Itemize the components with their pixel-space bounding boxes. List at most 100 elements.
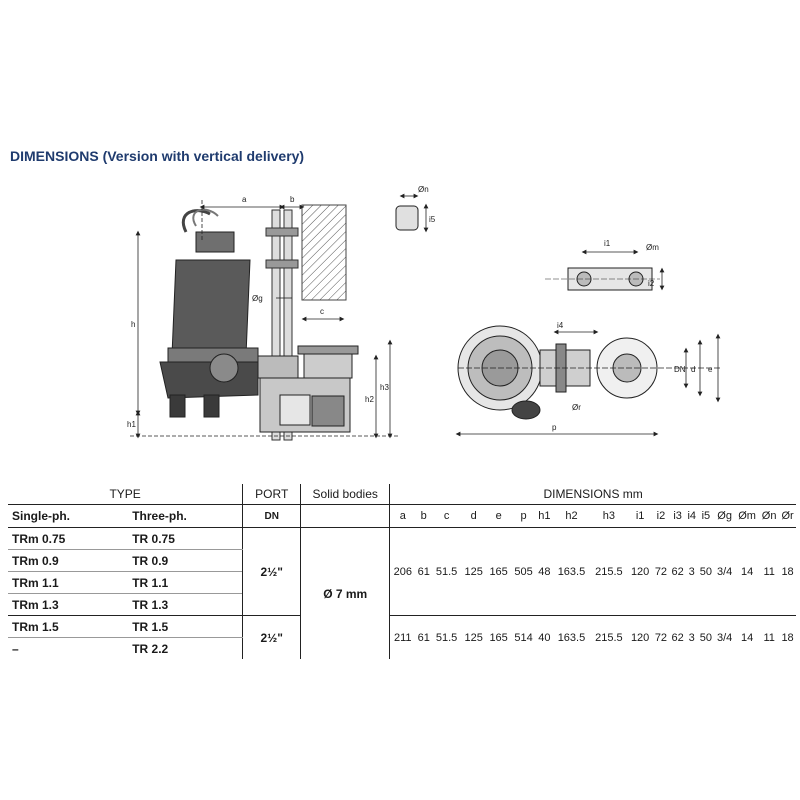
value-a: 206: [389, 527, 416, 616]
value-i3: 62: [671, 631, 684, 644]
col-h1: h1: [536, 504, 553, 528]
value-i3: 62: [669, 527, 686, 616]
col-d: d: [461, 504, 487, 528]
model-single: –: [12, 641, 19, 656]
header-port: PORT: [242, 484, 301, 505]
col-e: e: [486, 504, 512, 528]
pump-side-view: [159, 208, 359, 433]
col-i2: i2: [652, 504, 670, 528]
col-or: Ør: [779, 504, 796, 528]
model-three: TR 1.5: [132, 615, 243, 638]
value-a: 211: [389, 615, 416, 659]
top-dimension-lines: [455, 329, 721, 437]
dimensions-table: TYPE PORT Solid bodies DIMENSIONS mm Sin…: [8, 484, 796, 659]
value-c: 51.5: [432, 527, 462, 616]
model-single: TRm 0.75: [8, 527, 133, 550]
header-dimensions: DIMENSIONS mm: [389, 484, 796, 505]
pump-top-view: [457, 325, 658, 420]
value-i1: 120: [630, 631, 650, 644]
col-a: a: [389, 504, 416, 528]
value-i4: 3: [688, 631, 695, 644]
value-e: 165: [489, 631, 508, 644]
value-on: 11: [763, 631, 775, 644]
dim-label-i1: i1: [604, 239, 611, 248]
dim-label-m: Øm: [646, 243, 659, 252]
value-om: 14: [740, 631, 754, 644]
value-h2: 163.5: [557, 631, 586, 644]
dim-label-i4: i4: [557, 321, 564, 330]
dim-label-h: h: [131, 320, 135, 329]
col-on: Øn: [759, 504, 780, 528]
model-three: TR 2.2: [132, 641, 169, 656]
side-dimension-lines: [130, 200, 400, 439]
value-p: 514: [514, 631, 533, 644]
page-title: DIMENSIONS (Version with vertical delive…: [10, 148, 305, 164]
dim-label-g: Øg: [252, 294, 263, 303]
model-three: TR 0.9: [132, 549, 243, 572]
col-i1: i1: [627, 504, 653, 528]
model-three: TR 1.1: [132, 571, 243, 594]
dim-label-e: e: [708, 365, 713, 374]
dim-label-n: Øn: [418, 185, 429, 194]
value-i1: 120: [627, 527, 653, 616]
model-single: TRm 1.5: [8, 615, 133, 638]
subheader-three-phase: Three-ph.: [132, 504, 243, 528]
guide-rails: [265, 209, 299, 441]
value-p: 505: [511, 527, 537, 616]
dim-label-p: p: [552, 423, 557, 432]
dim-label-c: c: [320, 307, 324, 316]
value-d: 125: [461, 527, 487, 616]
value-or: 18: [781, 631, 794, 644]
dim-label-r: Ør: [572, 403, 581, 412]
dim-label-h3: h3: [380, 383, 389, 392]
dim-label-b: b: [290, 195, 295, 204]
dim-label-h2: h2: [365, 395, 374, 404]
header-solid-bodies: Solid bodies: [300, 484, 390, 505]
value-i2: 72: [654, 631, 668, 644]
value-h2: 163.5: [552, 527, 591, 616]
subheader-single-phase: Single-ph.: [8, 504, 133, 528]
value-or: 18: [779, 527, 796, 616]
dim-label-i2: i2: [648, 279, 655, 288]
dim-label-i5: i5: [429, 215, 436, 224]
solid-bodies-value: Ø 7 mm: [300, 527, 390, 659]
header-type: TYPE: [8, 484, 243, 505]
col-p: p: [511, 504, 537, 528]
col-i3: i3: [669, 504, 686, 528]
value-on: 11: [759, 527, 780, 616]
port-value: 2½": [242, 615, 301, 659]
wall-hatch: [301, 204, 347, 301]
value-i5: 50: [697, 527, 715, 616]
value-i5: 50: [699, 631, 713, 644]
col-c: c: [432, 504, 462, 528]
value-e: 165: [486, 527, 512, 616]
model-single: TRm 1.1: [8, 571, 133, 594]
value-i2: 72: [652, 527, 670, 616]
bolt-detail: [395, 193, 429, 233]
model-three: TR 0.75: [132, 527, 243, 550]
col-i5: i5: [697, 504, 715, 528]
col-b: b: [415, 504, 433, 528]
subheader-dn: DN: [242, 504, 301, 528]
value-h1: 40: [538, 631, 551, 644]
value-og: 3/4: [716, 631, 733, 644]
col-h3: h3: [590, 504, 628, 528]
value-h3: 215.5: [595, 631, 623, 644]
value-c: 51.5: [435, 631, 458, 644]
port-value: 2½": [242, 527, 301, 616]
col-og: Øg: [714, 504, 736, 528]
value-b: 61: [415, 527, 433, 616]
value-h3: 215.5: [590, 527, 628, 616]
bracket-detail: [545, 249, 665, 291]
dim-label-dn: DN: [674, 365, 686, 374]
value-og: 3/4: [714, 527, 736, 616]
value-d: 125: [464, 631, 483, 644]
value-b: 61: [417, 631, 430, 644]
col-h2: h2: [552, 504, 591, 528]
pump-dimension-drawing: a b h h1 Øg c h2 h3 Øn i5 i1 Øm i2: [127, 185, 721, 441]
value-h1: 48: [536, 527, 553, 616]
dim-label-d: d: [691, 365, 695, 374]
col-i4: i4: [685, 504, 698, 528]
value-om: 14: [735, 527, 760, 616]
model-single: TRm 1.3: [8, 593, 133, 616]
